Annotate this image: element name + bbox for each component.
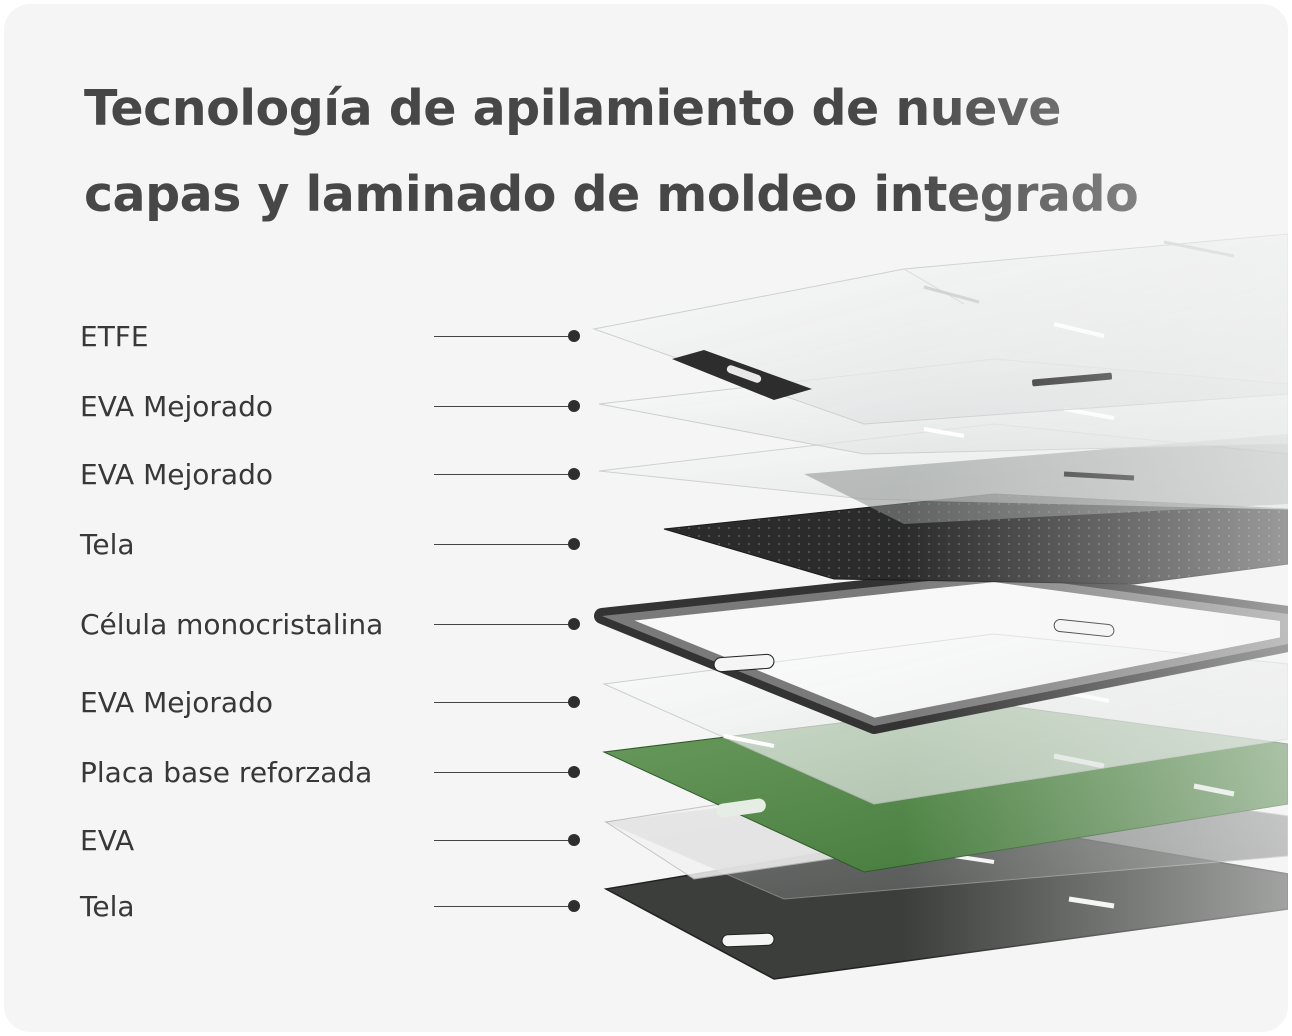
layer-label: Tela — [80, 890, 135, 923]
layer-label: EVA Mejorado — [80, 686, 273, 719]
layer-row-9: Tela — [4, 886, 604, 926]
leader-dot — [568, 538, 580, 550]
leader-line — [434, 406, 574, 407]
layer-row-8: EVA — [4, 820, 604, 860]
leader-dot — [568, 468, 580, 480]
leader-line — [434, 906, 574, 907]
leader-line — [434, 624, 574, 625]
layer-row-2: EVA Mejorado — [4, 386, 604, 426]
layer-row-4: Tela — [4, 524, 604, 564]
layer-row-3: EVA Mejorado — [4, 454, 604, 494]
leader-dot — [568, 834, 580, 846]
leader-dot — [568, 330, 580, 342]
layer-label: ETFE — [80, 320, 149, 353]
diagram-card: Tecnología de apilamiento de nueve capas… — [4, 4, 1288, 1032]
leader-dot — [568, 900, 580, 912]
leader-dot — [568, 696, 580, 708]
leader-dot — [568, 400, 580, 412]
layer-label: Tela — [80, 528, 135, 561]
leader-line — [434, 336, 574, 337]
layer-label: Célula monocristalina — [80, 608, 384, 641]
layer-row-1: ETFE — [4, 316, 604, 356]
layer-label: EVA — [80, 824, 135, 857]
layer-label: EVA Mejorado — [80, 458, 273, 491]
leader-line — [434, 544, 574, 545]
layer-label: Placa base reforzada — [80, 756, 373, 789]
leader-line — [434, 702, 574, 703]
layer-row-7: Placa base reforzada — [4, 752, 604, 792]
leader-line — [434, 474, 574, 475]
leader-dot — [568, 766, 580, 778]
layer-label: EVA Mejorado — [80, 390, 273, 423]
layer-labels: ETFE EVA Mejorado EVA Mejorado Tela Célu… — [4, 4, 604, 1032]
leader-line — [434, 840, 574, 841]
layer-row-6: EVA Mejorado — [4, 682, 604, 722]
leader-line — [434, 772, 574, 773]
leader-dot — [568, 618, 580, 630]
layer-row-5: Célula monocristalina — [4, 604, 604, 644]
